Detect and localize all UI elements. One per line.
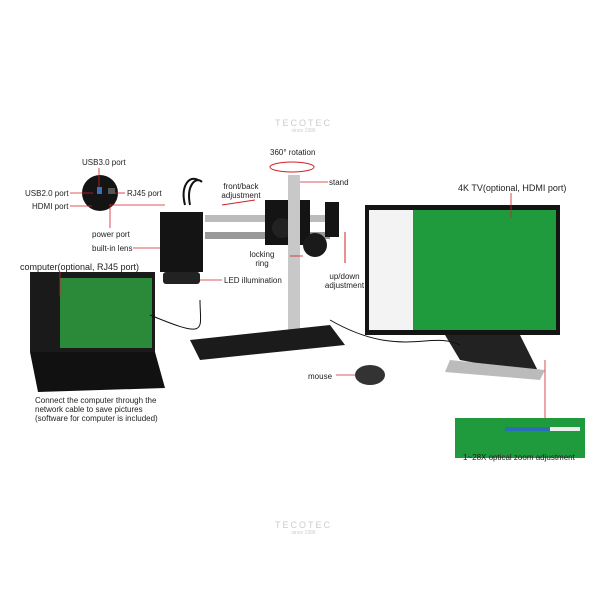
label-usb3-port: USB3.0 port — [82, 158, 126, 167]
watermark-bottom: TECOTEC since 1996 — [275, 520, 332, 536]
mouse-device — [355, 365, 385, 385]
locking-ring — [303, 233, 327, 257]
stand-pole — [288, 175, 300, 335]
label-zoom-adjustment: 1~28X optical zoom adjustment — [463, 453, 575, 462]
label-built-in-lens: built-in lens — [92, 244, 133, 253]
watermark-top: TECOTEC since 1996 — [275, 118, 332, 134]
label-rj45-port: RJ45 port — [127, 189, 162, 198]
label-front-back-adjustment: front/back adjustment — [221, 182, 261, 200]
connect-note-line-1: Connect the computer through the — [35, 396, 157, 405]
watermark-since: since 1996 — [291, 530, 316, 536]
watermark-since: since 1996 — [291, 128, 316, 134]
stand-base — [190, 325, 345, 360]
label-4k-tv: 4K TV(optional, HDMI port) — [458, 183, 567, 193]
watermark-brand: TECOTEC — [275, 520, 333, 530]
label-power-port: power port — [92, 230, 130, 239]
zoom-inset — [455, 418, 585, 458]
connect-note-line-3: (software for computer is included) — [35, 414, 158, 423]
camera-body — [160, 212, 203, 272]
label-mouse: mouse — [308, 372, 333, 381]
label-rotation: 360° rotation — [270, 148, 316, 157]
laptop-keyboard — [30, 352, 165, 392]
label-computer: computer(optional, RJ45 port) — [20, 262, 140, 272]
label-hdmi-port: HDMI port — [32, 202, 69, 211]
monitor-pcb-view — [413, 210, 556, 330]
connect-note-line-2: network cable to save pictures — [35, 405, 143, 414]
watermark-brand: TECOTEC — [275, 118, 333, 128]
connect-note: Connect the computer through the network… — [35, 396, 158, 423]
label-locking-ring: locking ring — [249, 250, 275, 268]
label-stand: stand — [329, 178, 349, 187]
label-up-down-adjustment: up/down adjustment — [324, 272, 365, 290]
label-usb2-port: USB2.0 port — [25, 189, 69, 198]
led-ring — [163, 272, 200, 284]
label-led-illumination: LED illumination — [224, 276, 282, 285]
